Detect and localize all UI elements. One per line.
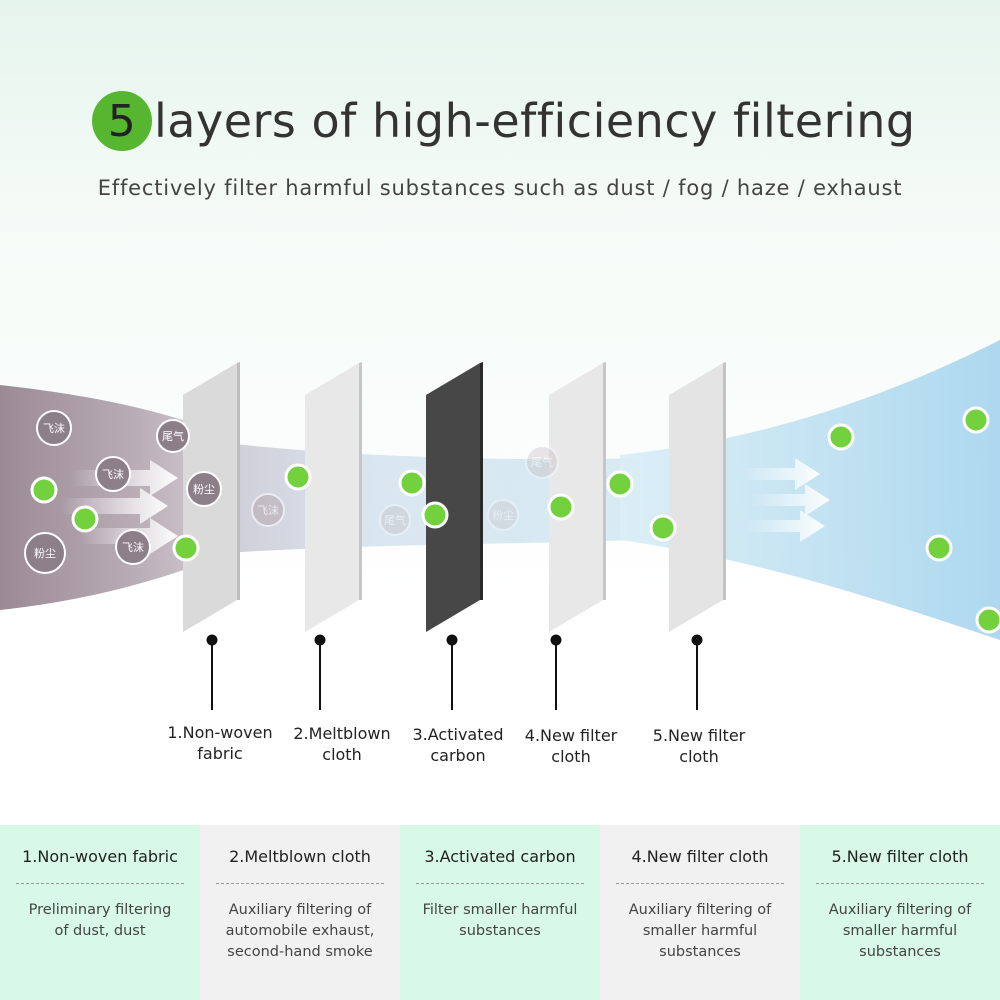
table-column-2: 2.Meltblown cloth Auxiliary filtering of… — [200, 825, 400, 1000]
particle-exhaust: 尾气 — [525, 445, 559, 479]
description-line: second-hand smoke — [227, 944, 373, 960]
green-particle — [71, 505, 99, 533]
filter-layer-4 — [549, 362, 606, 632]
title-number-badge: 5 — [92, 91, 152, 151]
layer-pointers — [206, 634, 703, 710]
description-line: substances — [459, 923, 541, 939]
green-particle — [172, 534, 200, 562]
particle-exhaust: 尾气 — [156, 419, 190, 453]
outflow-arrows — [740, 458, 830, 542]
filtration-diagram: 飞沫 尾气 飞沫 粉尘 粉尘 飞沫 飞沫 尾气 粉尘 尾气 — [0, 340, 1000, 710]
green-particle — [398, 469, 426, 497]
green-particle — [649, 514, 677, 542]
particle-droplet: 飞沫 — [251, 493, 285, 527]
particle-droplet: 飞沫 — [95, 456, 131, 492]
column-title: 3.Activated carbon — [424, 847, 576, 866]
layer-label-3: 3.Activated carbon — [393, 724, 523, 766]
dashed-divider — [16, 883, 184, 884]
description-line: smaller harmful — [842, 923, 958, 939]
layer-description-table: 1.Non-woven fabric Preliminary filtering… — [0, 825, 1000, 1000]
layer-label-line: fabric — [197, 744, 243, 763]
svg-text:粉尘: 粉尘 — [34, 547, 56, 560]
layer-label-line: cloth — [551, 747, 591, 766]
column-description: Auxiliary filtering of smaller harmful s… — [606, 900, 794, 963]
description-line: Auxiliary filtering of — [828, 902, 972, 918]
column-description: Filter smaller harmful substances — [406, 900, 594, 942]
column-description: Auxiliary filtering of automobile exhaus… — [206, 900, 394, 963]
description-line: substances — [859, 944, 941, 960]
column-description: Preliminary filtering of dust, dust — [6, 900, 194, 942]
hero-section: 飞沫 尾气 飞沫 粉尘 粉尘 飞沫 飞沫 尾气 粉尘 尾气 — [0, 90, 1000, 767]
description-line: Auxiliary filtering of — [628, 902, 772, 918]
layer-label-line: 3.Activated — [412, 725, 504, 744]
table-column-1: 1.Non-woven fabric Preliminary filtering… — [0, 825, 200, 1000]
svg-text:飞沫: 飞沫 — [102, 468, 124, 481]
green-particle — [606, 470, 634, 498]
svg-text:粉尘: 粉尘 — [193, 483, 215, 496]
description-line: Auxiliary filtering of — [228, 902, 372, 918]
layer-label-2: 2.Meltblown cloth — [277, 723, 407, 765]
layer-label-line: 1.Non-woven — [167, 723, 273, 742]
title-text: layers of high-efficiency filtering — [154, 94, 916, 148]
column-description: Auxiliary filtering of smaller harmful s… — [806, 900, 994, 963]
description-line: of dust, dust — [54, 923, 146, 939]
particle-dust: 粉尘 — [186, 471, 222, 507]
description-line: substances — [659, 944, 741, 960]
particle-droplet: 飞沫 — [115, 529, 151, 565]
description-line: smaller harmful — [642, 923, 758, 939]
particle-exhaust: 尾气 — [379, 504, 411, 536]
layer-label-5: 5.New filter cloth — [634, 725, 764, 767]
layer-label-line: cloth — [679, 747, 719, 766]
filter-layer-3 — [426, 362, 483, 632]
layer-label-1: 1.Non-woven fabric — [155, 722, 285, 764]
svg-text:飞沫: 飞沫 — [257, 504, 279, 517]
green-particle — [547, 493, 575, 521]
svg-text:飞沫: 飞沫 — [122, 541, 144, 554]
layer-label-line: 5.New filter — [652, 726, 746, 745]
polluted-air-stream — [0, 385, 210, 610]
particle-droplet: 飞沫 — [36, 410, 72, 446]
filter-layer-5 — [669, 362, 726, 632]
layer-label-line: 2.Meltblown — [293, 724, 391, 743]
svg-text:飞沫: 飞沫 — [43, 422, 65, 435]
table-column-4: 4.New filter cloth Auxiliary filtering o… — [600, 825, 800, 1000]
table-column-5: 5.New filter cloth Auxiliary filtering o… — [800, 825, 1000, 1000]
filter-layer-2 — [305, 362, 362, 632]
gray-particles: 飞沫 尾气 飞沫 粉尘 粉尘 飞沫 飞沫 尾气 粉尘 尾气 — [24, 410, 559, 574]
layer-label-line: 4.New filter — [524, 726, 618, 745]
green-particle — [30, 476, 58, 504]
green-particle — [975, 606, 1000, 634]
column-title: 5.New filter cloth — [831, 847, 969, 866]
green-particle — [925, 534, 953, 562]
svg-text:粉尘: 粉尘 — [492, 509, 514, 522]
page-title: 5 layers of high-efficiency filtering — [92, 90, 916, 152]
green-particle — [962, 406, 990, 434]
green-particles — [30, 406, 1000, 634]
svg-text:尾气: 尾气 — [531, 455, 553, 469]
particle-dust: 粉尘 — [24, 532, 66, 574]
particle-dust: 粉尘 — [487, 499, 519, 531]
column-title: 2.Meltblown cloth — [229, 847, 371, 866]
layer-label-line: cloth — [322, 745, 362, 764]
description-line: automobile exhaust, — [225, 923, 375, 939]
description-line: Filter smaller harmful — [422, 902, 578, 918]
svg-text:尾气: 尾气 — [384, 513, 406, 527]
green-particle — [284, 463, 312, 491]
dashed-divider — [616, 883, 784, 884]
dashed-divider — [216, 883, 384, 884]
column-title: 1.Non-woven fabric — [22, 847, 178, 866]
layer-label-line: carbon — [430, 746, 486, 765]
svg-text:尾气: 尾气 — [162, 429, 184, 443]
dashed-divider — [816, 883, 984, 884]
column-title: 4.New filter cloth — [631, 847, 769, 866]
layer-label-4: 4.New filter cloth — [506, 725, 636, 767]
table-column-3: 3.Activated carbon Filter smaller harmfu… — [400, 825, 600, 1000]
description-line: Preliminary filtering — [28, 902, 172, 918]
dashed-divider — [416, 883, 584, 884]
green-particle — [827, 423, 855, 451]
green-particle — [421, 501, 449, 529]
page-subtitle: Effectively filter harmful substances su… — [97, 176, 903, 200]
